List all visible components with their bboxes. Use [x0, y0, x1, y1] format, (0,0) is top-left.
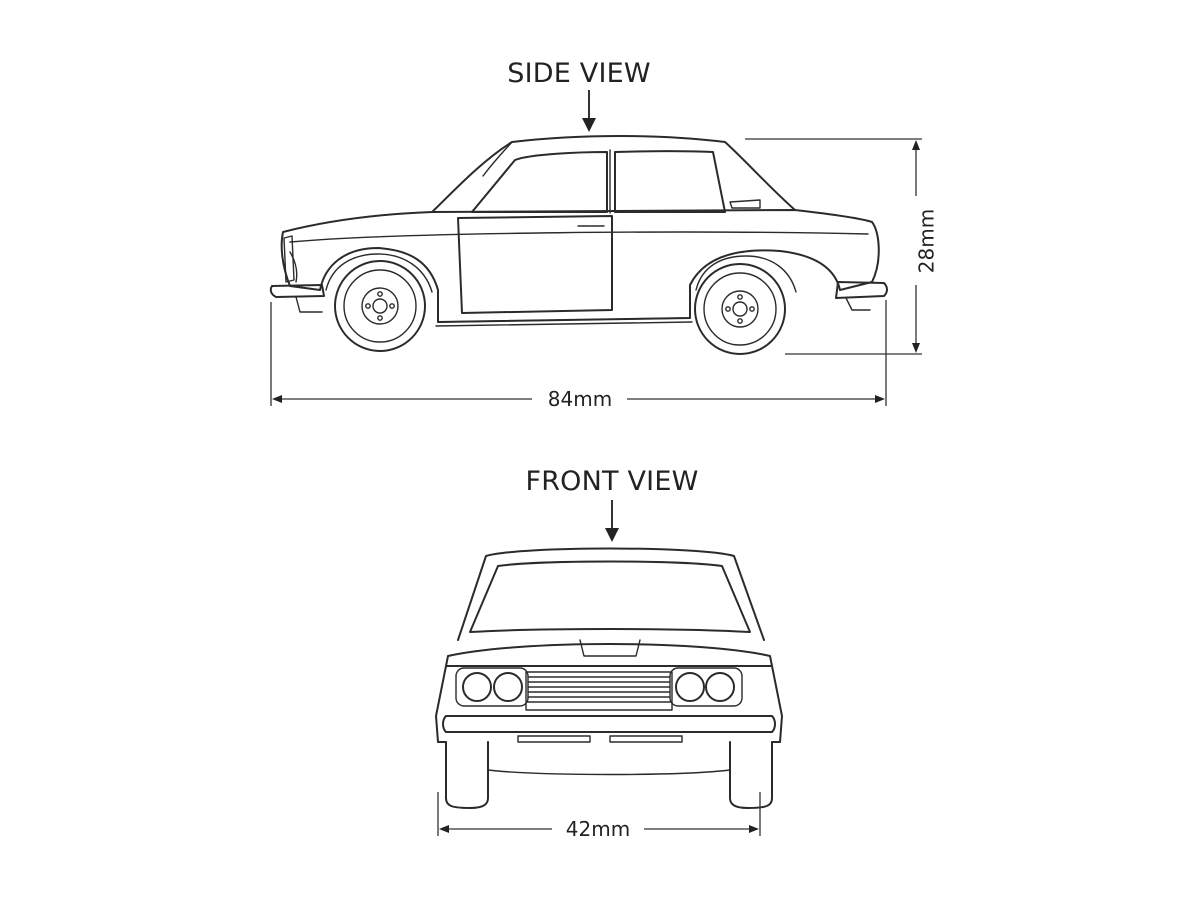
front-width-dimension: [437, 792, 761, 836]
front-left-headlights: [455, 667, 529, 707]
front-under-vent-right: [609, 735, 683, 743]
side-belt-line: [289, 231, 869, 243]
front-right-tyre: [729, 741, 773, 809]
side-car-drawing: [269, 135, 888, 355]
side-rear-bumper: [835, 281, 888, 299]
front-roof-outline: [457, 547, 765, 641]
side-front-window: [471, 151, 608, 213]
side-length-dimension: [270, 300, 887, 406]
front-bonnet: [445, 643, 773, 667]
side-front-bumper: [269, 284, 325, 298]
side-body-outline: [280, 209, 880, 323]
front-right-headlights: [669, 667, 743, 707]
side-vent: [729, 199, 761, 209]
front-car-drawing: [435, 547, 783, 809]
side-height-dimension: [745, 138, 922, 355]
front-bonnet-vent: [579, 639, 641, 657]
front-bumper: [442, 715, 776, 733]
front-left-tyre: [445, 741, 489, 809]
front-valance: [487, 741, 731, 776]
front-width-label: 42mm: [566, 817, 630, 841]
side-view: SIDE VIEW: [269, 58, 939, 411]
side-view-title: SIDE VIEW: [507, 58, 651, 89]
side-rear-wheel: [694, 263, 786, 355]
side-door: [457, 215, 613, 314]
front-under-vent-left: [517, 735, 591, 743]
front-view: FRONT VIEW: [435, 466, 783, 841]
side-view-arrow: [582, 90, 596, 132]
front-view-arrow: [605, 500, 619, 542]
side-headlight: [283, 235, 295, 283]
side-length-label: 84mm: [548, 387, 612, 411]
front-windshield: [469, 560, 751, 633]
front-grille: [525, 671, 673, 711]
side-rear-window: [614, 150, 726, 213]
side-height-label: 28mm: [915, 209, 939, 273]
front-view-title: FRONT VIEW: [525, 466, 698, 497]
side-front-wheel: [334, 260, 426, 352]
side-roof-outline: [431, 135, 796, 213]
